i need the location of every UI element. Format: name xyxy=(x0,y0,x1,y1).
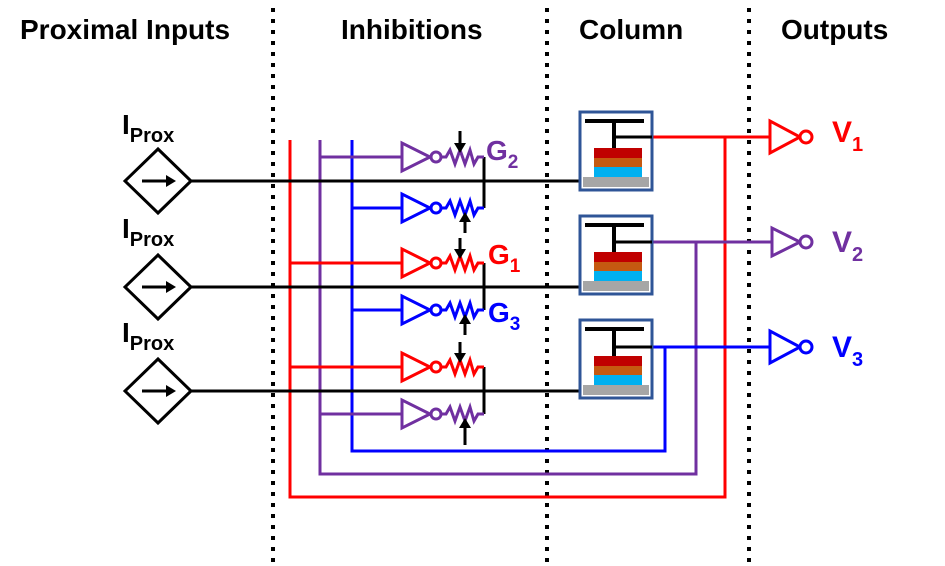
conductance-label-main: G xyxy=(488,239,510,270)
arrow-up-icon xyxy=(459,418,471,445)
input-label-main: I xyxy=(122,213,130,244)
inverter-icon xyxy=(400,397,443,431)
output-label-sub: 2 xyxy=(852,244,863,266)
inverter-icon xyxy=(768,118,814,156)
variable-resistor-icon xyxy=(441,196,484,220)
header-column: Column xyxy=(579,14,684,45)
arrow-down-icon xyxy=(454,342,466,363)
output-label-v2: V2 xyxy=(832,226,863,266)
red-bus-wire xyxy=(288,137,727,499)
variable-resistor-icon xyxy=(441,298,484,322)
header-proximal-inputs: Proximal Inputs xyxy=(20,14,231,45)
current-source-icon xyxy=(122,356,194,426)
output-label-v1: V1 xyxy=(832,116,863,156)
section-dividers xyxy=(271,8,751,562)
inverter-icon xyxy=(400,140,443,174)
header-outputs: Outputs xyxy=(781,14,889,45)
inverter-icon xyxy=(400,293,443,327)
inverter-icon xyxy=(770,225,814,259)
inverter-icon xyxy=(400,191,443,225)
input-label-sub: Prox xyxy=(130,229,174,251)
variable-resistor-icon xyxy=(441,402,484,426)
arrow-up-icon xyxy=(459,314,471,335)
memristor-device-icon xyxy=(578,318,654,400)
arrow-down-icon xyxy=(454,131,466,153)
conductance-label-sub: 2 xyxy=(508,152,519,173)
memristor-device-icon xyxy=(578,110,654,192)
output-label-main: V xyxy=(832,331,852,364)
output-label-v3: V3 xyxy=(832,331,863,371)
input-label-main: I xyxy=(122,109,130,140)
current-source-icon xyxy=(122,252,194,322)
conductance-label-g3: G3 xyxy=(488,297,520,335)
input-label-sub: Prox xyxy=(130,333,174,355)
current-source-icon xyxy=(122,146,194,216)
conductance-label-main: G xyxy=(488,297,510,328)
input-label-main: I xyxy=(122,317,130,348)
inverter-icon xyxy=(400,246,443,280)
conductance-label-sub: 1 xyxy=(510,256,521,277)
output-label-main: V xyxy=(832,116,852,149)
blue-bus-wire xyxy=(350,140,667,453)
output-label-sub: 3 xyxy=(852,349,863,371)
variable-resistor-icon xyxy=(441,355,484,379)
inverter-icon xyxy=(768,328,814,366)
input-label-sub: Prox xyxy=(130,125,174,147)
input-label-3: IProx xyxy=(122,317,174,355)
purple-bus-wire xyxy=(318,140,698,476)
variable-resistor-icon xyxy=(441,251,484,275)
variable-resistor-icon xyxy=(441,145,484,169)
conductance-label-g2: G2 xyxy=(486,135,518,173)
header-inhibitions: Inhibitions xyxy=(341,14,483,45)
input-label-1: IProx xyxy=(122,109,174,147)
inverter-icon xyxy=(400,350,443,384)
input-label-2: IProx xyxy=(122,213,174,251)
arrow-up-icon xyxy=(459,212,471,233)
memristor-device-icon xyxy=(578,214,654,296)
conductance-label-main: G xyxy=(486,135,508,166)
conductance-label-sub: 3 xyxy=(510,314,521,335)
arrow-down-icon xyxy=(454,238,466,259)
output-label-main: V xyxy=(832,226,852,259)
output-label-sub: 1 xyxy=(852,134,863,156)
conductance-label-g1: G1 xyxy=(488,239,521,277)
